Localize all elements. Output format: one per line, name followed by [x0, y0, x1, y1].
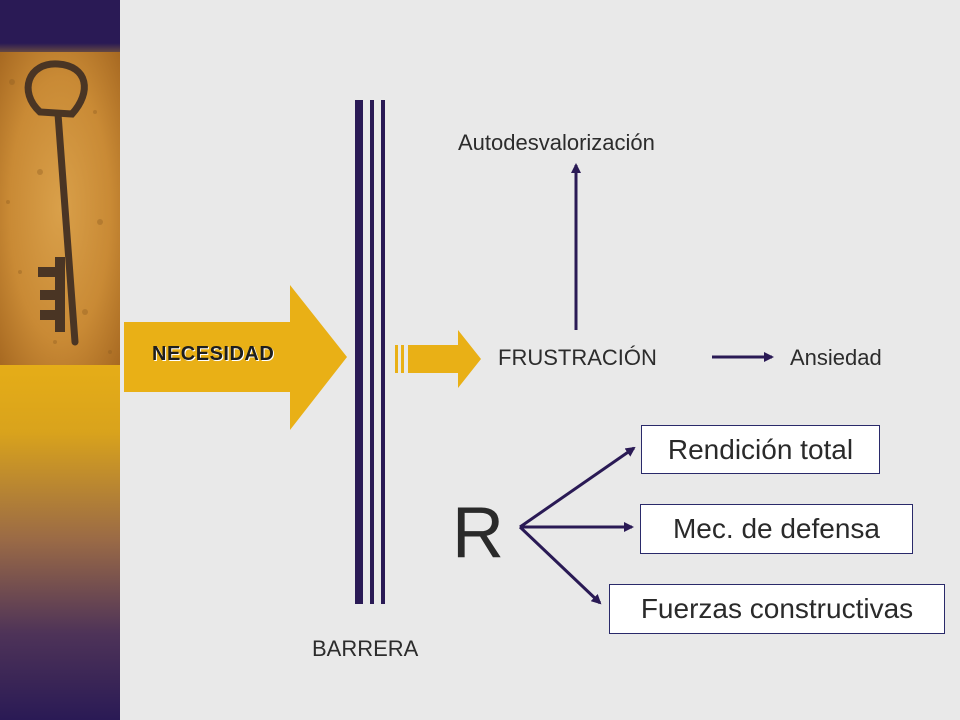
arrow-to-rendicion [519, 446, 636, 529]
frustration-arrow-shape [395, 330, 481, 388]
old-iron-key-icon [0, 52, 120, 365]
response-box-mecanismos: Mec. de defensa [640, 504, 913, 554]
barrier-label: BARRERA [312, 636, 419, 661]
arrow-to-fuerzas [518, 525, 602, 605]
response-box-rendicion: Rendición total [641, 425, 880, 474]
reaction-letter: R [452, 493, 504, 573]
need-arrow-shape [124, 285, 347, 430]
self-devaluation-label: Autodesvalorización [458, 130, 655, 155]
anxiety-label: Ansiedad [790, 345, 882, 370]
response-box-fuerzas: Fuerzas constructivas [609, 584, 945, 634]
need-label: NECESIDAD [152, 343, 275, 365]
barrier-lines [355, 100, 385, 604]
frustration-label: FRUSTRACIÓN [498, 345, 657, 370]
